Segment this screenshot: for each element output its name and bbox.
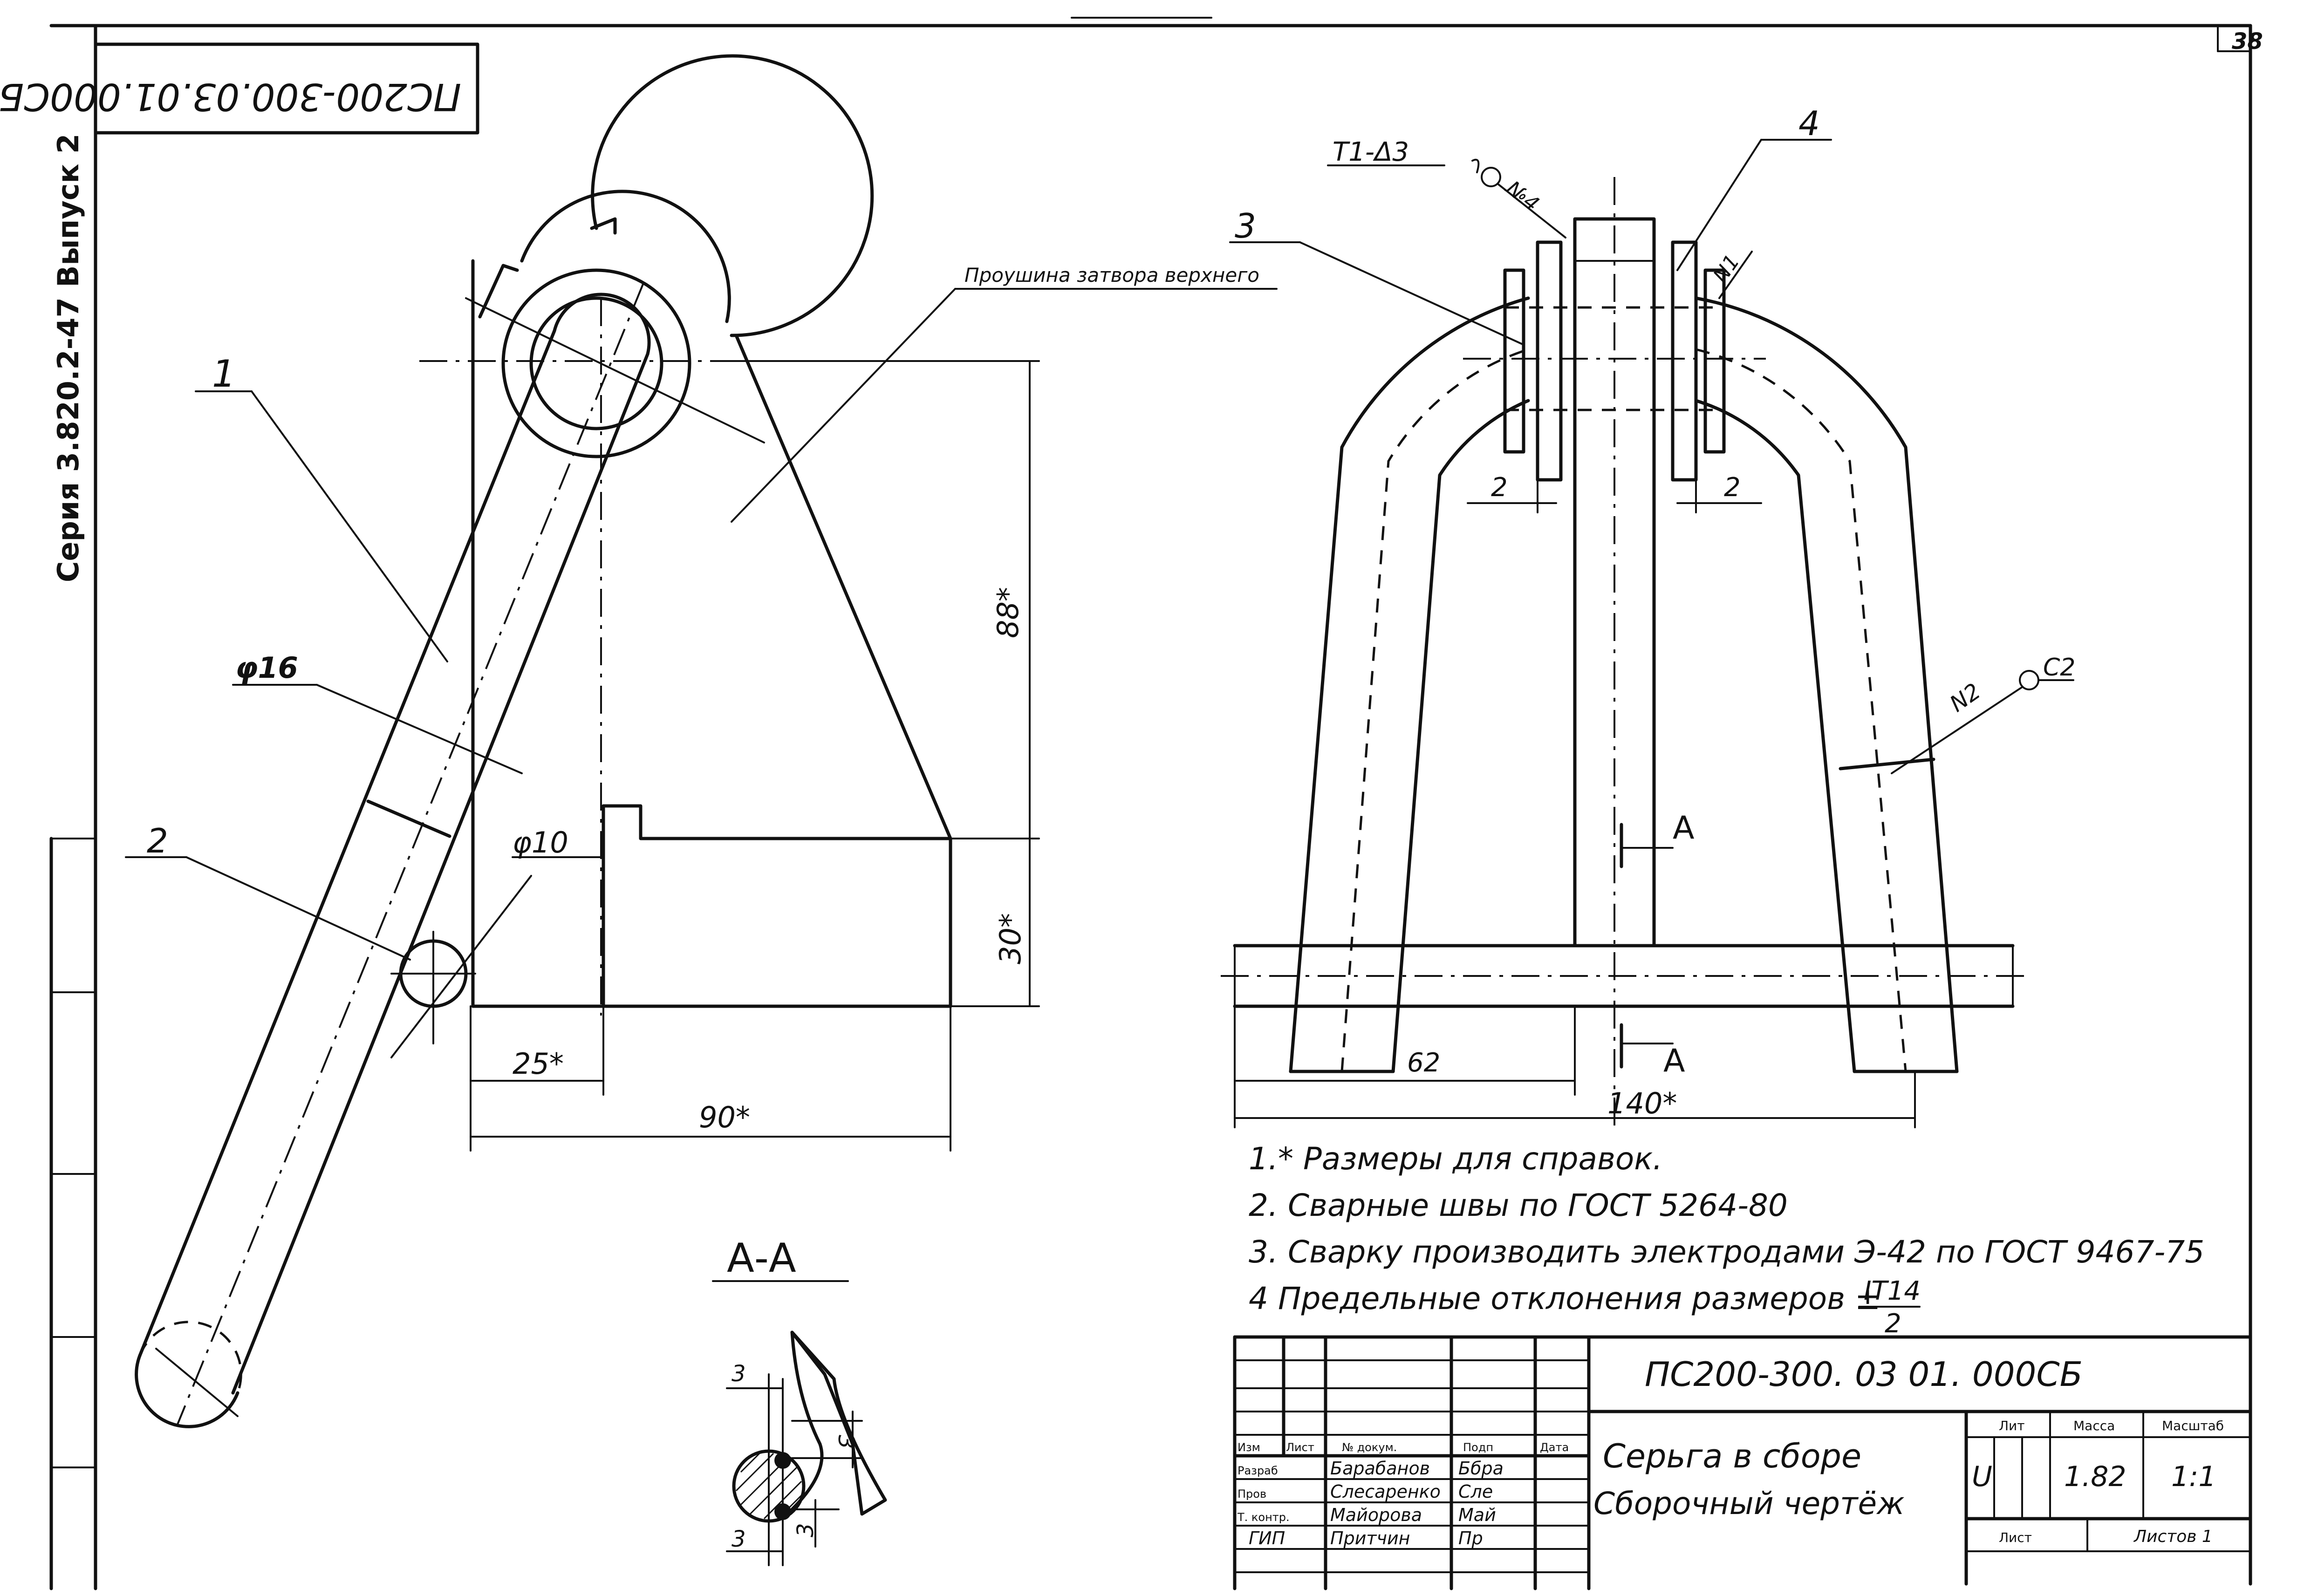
tb-name-1: Барабанов bbox=[1330, 1458, 1430, 1479]
tb-lit-header: Лит bbox=[1999, 1418, 2025, 1433]
note-1: 1.* Размеры для справок. bbox=[1249, 1141, 1662, 1177]
dim-2-left: 2 bbox=[1491, 472, 1508, 503]
dim-88-label: 88* bbox=[991, 587, 1025, 638]
technical-notes: 1.* Размеры для справок. 2. Сварные швы … bbox=[1249, 1141, 2204, 1339]
section-aa bbox=[712, 1280, 887, 1566]
section-title: А-А bbox=[727, 1235, 796, 1282]
dim-62-label: 62 bbox=[1407, 1048, 1440, 1078]
dim-30-label: 30* bbox=[993, 913, 1027, 964]
part-2-label: 2 bbox=[147, 821, 168, 860]
tb-name-4: Притчин bbox=[1330, 1528, 1410, 1548]
tb-header-doc: № докум. bbox=[1342, 1441, 1397, 1454]
tb-name-2: Слесаренко bbox=[1330, 1481, 1441, 1502]
tb-sign-4: Пр bbox=[1458, 1528, 1483, 1548]
tb-name-line1: Серьга в сборе bbox=[1603, 1437, 1861, 1475]
phi10-label: φ10 bbox=[513, 825, 568, 859]
tb-name-line2: Сборочный чертёж bbox=[1593, 1486, 1905, 1521]
sec-dim-3-low: 3 bbox=[793, 1523, 819, 1537]
note-4: 4 Предельные отклонения размеров ± bbox=[1249, 1281, 1880, 1316]
tb-header-list: Лист bbox=[1286, 1441, 1314, 1454]
weld-n2-label: N2 bbox=[1945, 678, 1986, 717]
left-view bbox=[125, 54, 1278, 1428]
note-4-denominator: 2 bbox=[1885, 1309, 1901, 1339]
tb-role-4: ГИП bbox=[1249, 1528, 1285, 1548]
section-a-top: А bbox=[1673, 810, 1695, 846]
tb-scale-value: 1:1 bbox=[2171, 1460, 2216, 1493]
tb-sign-2: Сле bbox=[1458, 1481, 1493, 1502]
tb-header-sign: Подп bbox=[1463, 1441, 1493, 1454]
tb-mass-header: Масса bbox=[2073, 1418, 2115, 1433]
tb-name-3: Майорова bbox=[1330, 1505, 1422, 1525]
tb-mass-value: 1.82 bbox=[2064, 1460, 2126, 1493]
tb-sign-3: Май bbox=[1458, 1505, 1496, 1525]
part-3-label: 3 bbox=[1235, 206, 1256, 246]
weld-c2-label: С2 bbox=[2043, 654, 2075, 682]
tb-header-date: Дата bbox=[1540, 1441, 1569, 1454]
tb-sign-1: Ббра bbox=[1458, 1458, 1504, 1479]
sec-dim-3-top: 3 bbox=[732, 1361, 746, 1387]
tb-lit-value: U bbox=[1972, 1460, 1992, 1493]
note-4-numerator: IT14 bbox=[1864, 1276, 1921, 1306]
weld-n1-label: N1 bbox=[1709, 250, 1744, 287]
tb-header-izm: Изм bbox=[1238, 1441, 1260, 1454]
sheet-number: 38 bbox=[2232, 28, 2263, 55]
tb-sheet-label: Лист bbox=[1999, 1530, 2032, 1545]
phi16-label: φ16 bbox=[235, 651, 298, 685]
sec-dim-3-bottom: 3 bbox=[732, 1526, 746, 1552]
tb-role-2: Пров bbox=[1238, 1487, 1266, 1501]
dim-90-label: 90* bbox=[699, 1100, 750, 1134]
section-a-bottom: А bbox=[1663, 1043, 1685, 1079]
lug-label: Проушина затвора верхнего bbox=[964, 264, 1259, 286]
title-block bbox=[1233, 1335, 2252, 1590]
tb-role-3: Т. контр. bbox=[1237, 1511, 1290, 1524]
sheet-frame bbox=[49, 17, 2252, 1590]
tb-scale-header: Масштаб bbox=[2162, 1418, 2224, 1433]
note-2: 2. Сварные швы по ГОСТ 5264-80 bbox=[1249, 1187, 1788, 1223]
corner-code: ПС200-300.03.01.000СБ bbox=[0, 75, 461, 118]
note-3: 3. Сварку производить электродами Э-42 п… bbox=[1249, 1234, 2204, 1270]
tb-sheets-label: Листов 1 bbox=[2133, 1527, 2213, 1546]
weld-n4-label: №4 bbox=[1501, 176, 1544, 216]
dim-25-label: 25* bbox=[513, 1047, 564, 1081]
dim-140-label: 140* bbox=[1607, 1086, 1677, 1120]
tb-role-1: Разраб bbox=[1238, 1464, 1278, 1477]
part-1-label: 1 bbox=[212, 352, 236, 396]
sec-dim-3-right: 3 bbox=[833, 1435, 859, 1449]
weld-top-label: Т1-Δ3 bbox=[1333, 137, 1409, 167]
side-label: Серия 3.820.2-47 Выпуск 2 bbox=[51, 134, 85, 582]
right-view bbox=[1221, 139, 2074, 1132]
tb-designation: ПС200-300. 03 01. 000СБ bbox=[1645, 1355, 2083, 1394]
part-4-label: 4 bbox=[1798, 104, 1820, 143]
dim-2-right: 2 bbox=[1724, 472, 1741, 503]
